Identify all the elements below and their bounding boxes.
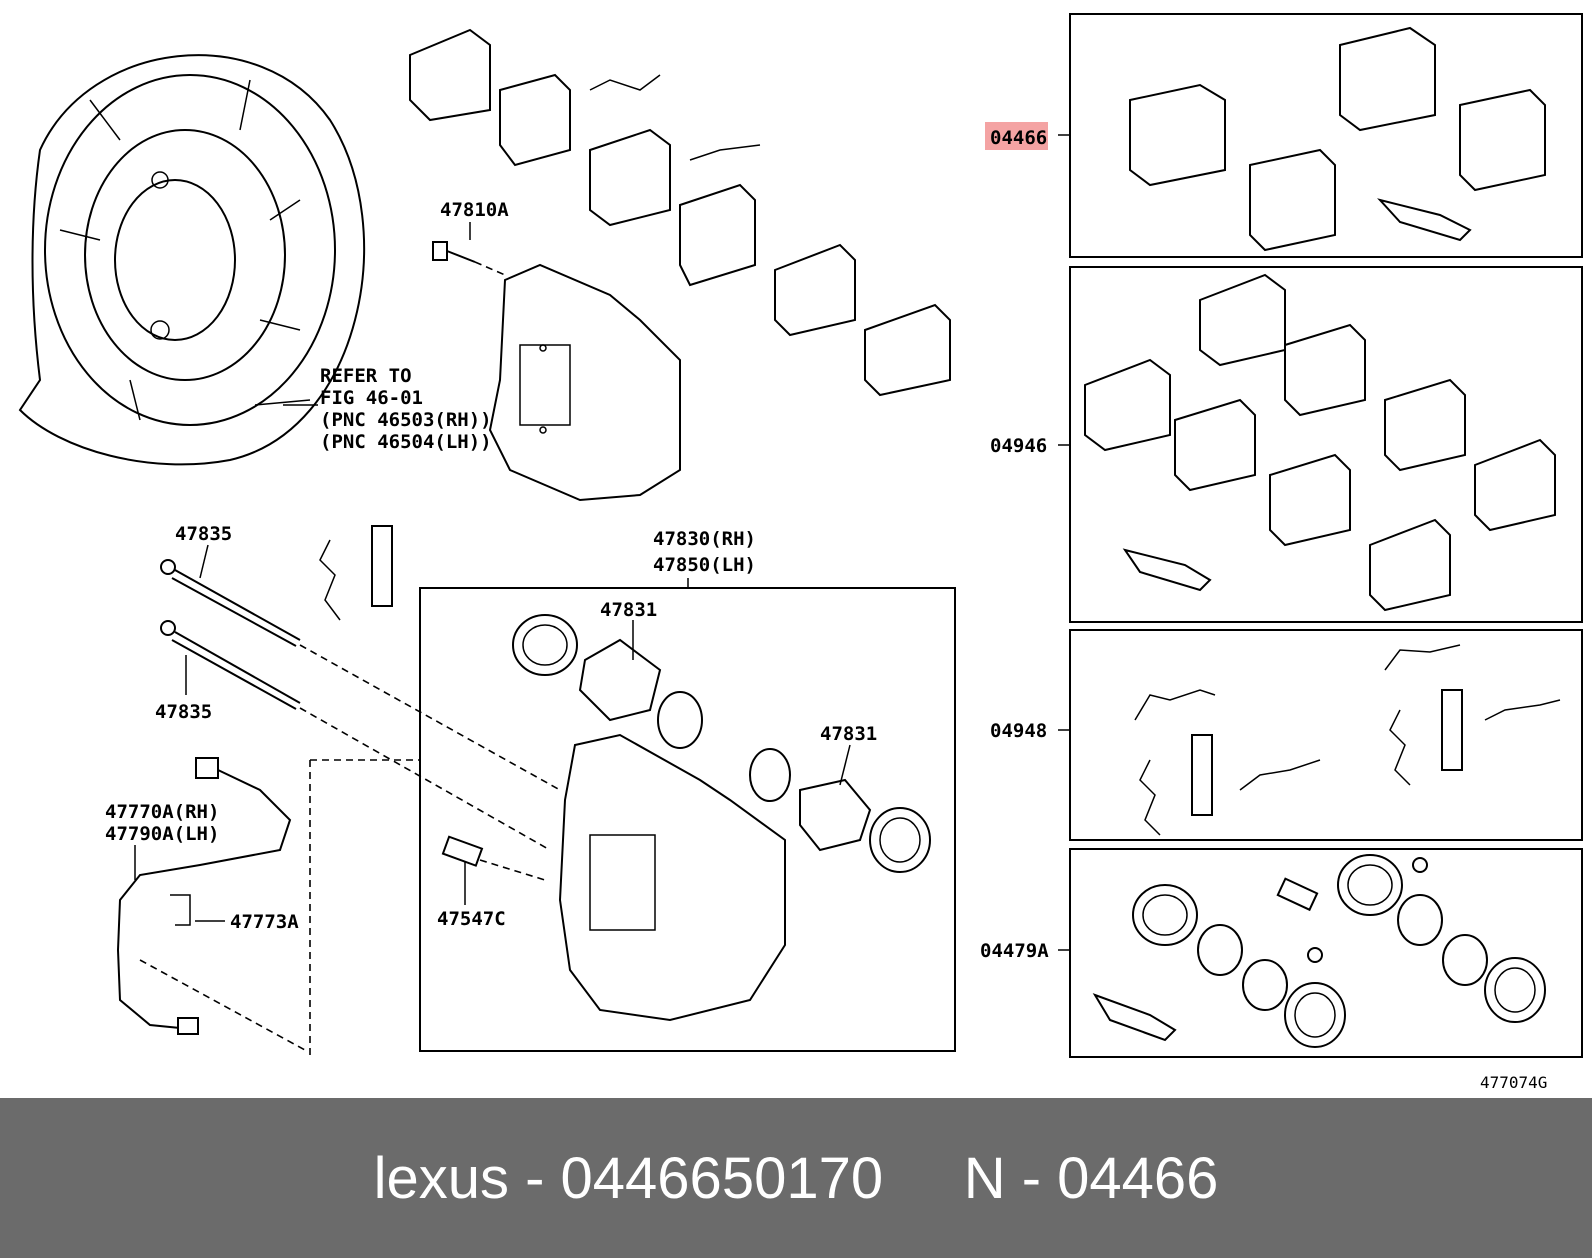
label-47810a: 47810A <box>440 199 509 221</box>
footer-gap <box>883 1145 964 1212</box>
footer-code: 04466 <box>1057 1145 1219 1211</box>
label-04479a: 04479A <box>980 940 1049 962</box>
footer-brand: lexus <box>373 1145 509 1211</box>
slide-pins-drawing <box>160 525 561 851</box>
footer-separator: - <box>508 1145 561 1211</box>
sensor-wire-drawing <box>116 757 420 1055</box>
label-04946: 04946 <box>990 435 1047 457</box>
label-47770a: 47770A(RH) <box>105 801 219 823</box>
refer-text-4: (PNC 46504(LH)) <box>320 431 492 453</box>
kit-box-04946 <box>1058 266 1583 623</box>
label-47831-a: 47831 <box>600 599 657 621</box>
label-47831-b: 47831 <box>820 723 877 745</box>
kit-box-04479a <box>1058 848 1583 1058</box>
refer-text-1: REFER TO <box>320 365 412 387</box>
label-47835-bottom: 47835 <box>155 701 212 723</box>
refer-text-2: FIG 46-01 <box>320 387 423 409</box>
kit-box-04948 <box>1058 629 1583 841</box>
parts-diagram: REFER TO FIG 46-01 (PNC 46503(RH)) (PNC … <box>18 13 1583 1092</box>
label-47830: 47830(RH) <box>653 528 756 550</box>
dust-shield-drawing <box>18 54 366 466</box>
footer-separator-2: - <box>1005 1145 1058 1211</box>
footer-part-number: 0446650170 <box>560 1145 884 1211</box>
leader-lines <box>134 222 851 922</box>
figure-id: 477074G <box>1480 1073 1547 1092</box>
label-47547c: 47547C <box>437 908 506 930</box>
kit-box-04466 <box>1058 13 1583 258</box>
label-47850: 47850(LH) <box>653 554 756 576</box>
label-47790a: 47790A(LH) <box>105 823 219 845</box>
upper-caliper-drawing <box>488 263 681 502</box>
footer-code-prefix: N <box>963 1145 1006 1211</box>
refer-text-3: (PNC 46503(RH)) <box>320 409 492 431</box>
label-04466: 04466 <box>990 127 1047 149</box>
label-04948: 04948 <box>990 720 1047 742</box>
highlight-04466 <box>985 122 1048 150</box>
label-47835-top: 47835 <box>175 523 232 545</box>
label-47773a: 47773A <box>230 911 299 933</box>
center-pads-drawing <box>409 28 951 397</box>
footer-bar: lexus - 0446650170 N - 04466 <box>0 1098 1592 1258</box>
caliper-box <box>419 578 956 1052</box>
bolt-drawing <box>432 241 506 276</box>
